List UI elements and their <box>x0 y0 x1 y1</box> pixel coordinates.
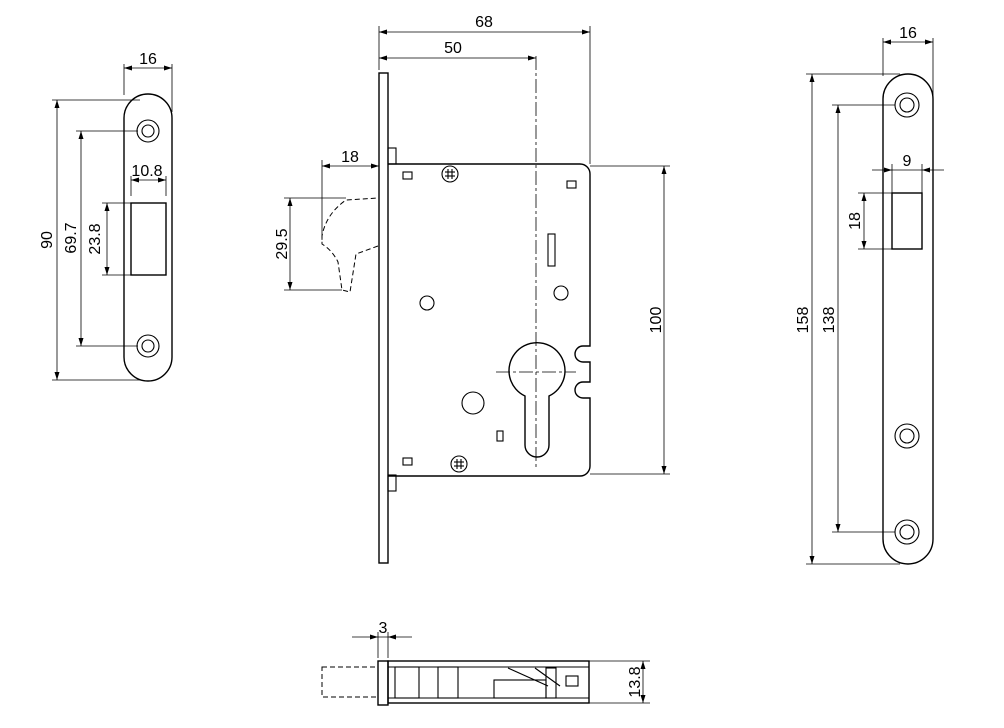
lock-body-dimensions: 68 50 18 29.5 100 <box>274 14 670 475</box>
slot-vertical <box>547 233 556 267</box>
bottom-view <box>321 660 590 706</box>
right-hole-1-outer <box>894 92 920 118</box>
left-strike-dimensions: 16 90 69.7 23.8 10.8 <box>39 51 173 381</box>
hole-lower <box>461 391 485 415</box>
left-strike-hole-bottom-inner <box>141 339 155 353</box>
dim-backset-total: 68 <box>475 14 493 31</box>
dim-faceplate-hole-spacing: 138 <box>821 307 838 334</box>
right-hole-2-outer <box>894 423 920 449</box>
bottom-mechanism <box>493 679 547 699</box>
right-hole-1-inner <box>899 97 915 113</box>
hook-latch <box>321 197 379 293</box>
bottom-faceplate <box>377 660 389 706</box>
right-hole-2-inner <box>899 428 915 444</box>
dim-latch-throw: 18 <box>341 149 359 166</box>
bottom-mechanism-side <box>545 667 557 699</box>
right-faceplate-outline <box>882 73 934 565</box>
left-strike-hole-top-inner <box>141 124 155 138</box>
left-strike-hole-bottom-outer <box>136 334 160 358</box>
lock-case-outline <box>388 163 591 477</box>
dim-left-strike-slot-height: 23.8 <box>87 223 104 254</box>
bottom-small-slot <box>565 675 579 687</box>
slot-bottom-small <box>496 430 504 442</box>
lock-faceplate <box>378 72 389 564</box>
dim-backset: 50 <box>444 40 462 57</box>
dim-case-height: 100 <box>648 307 665 334</box>
dim-faceplate-slot-height: 18 <box>847 212 864 230</box>
dim-left-strike-slot-width: 10.8 <box>131 163 162 180</box>
right-hole-3-inner <box>899 524 915 540</box>
slot-bottom-left <box>402 457 413 466</box>
right-faceplate <box>882 73 934 565</box>
dim-latch-height: 29.5 <box>274 228 291 259</box>
cylinder-cutout <box>508 342 566 458</box>
dim-left-strike-height: 90 <box>39 231 56 249</box>
hole-mid-left <box>419 295 435 311</box>
bottom-latch-dashed <box>321 666 379 698</box>
bottom-latch-block <box>394 666 420 699</box>
left-strike-hole-top-outer <box>136 119 160 143</box>
left-strike-slot <box>130 202 167 276</box>
dim-bottom-depth: 13.8 <box>627 666 644 697</box>
lock-body <box>321 56 591 564</box>
bottom-inner-block <box>437 666 459 699</box>
screw-top <box>441 165 459 183</box>
dim-faceplate-slot-width: 9 <box>903 153 912 170</box>
right-latch-slot <box>891 192 923 250</box>
slot-top-left <box>402 171 413 180</box>
lock-tab-bottom <box>387 474 397 492</box>
dim-faceplate-height: 158 <box>795 307 812 334</box>
slot-top-right <box>566 180 577 189</box>
hole-mid-right <box>553 285 569 301</box>
right-faceplate-dimensions: 16 9 18 158 138 <box>795 25 944 565</box>
dim-faceplate-width: 16 <box>899 25 917 42</box>
bottom-case-outer <box>387 660 590 704</box>
screw-bottom <box>450 455 468 473</box>
dim-left-strike-width: 16 <box>139 51 157 68</box>
bottom-view-dimensions: 3 13.8 <box>352 620 650 704</box>
left-strike-plate <box>123 93 173 382</box>
dim-left-strike-hole-spacing: 69.7 <box>63 222 80 253</box>
lock-tab-top <box>387 147 397 165</box>
left-strike-outline <box>123 93 173 382</box>
dim-bottom-thickness: 3 <box>379 620 388 637</box>
right-hole-3-outer <box>894 519 920 545</box>
